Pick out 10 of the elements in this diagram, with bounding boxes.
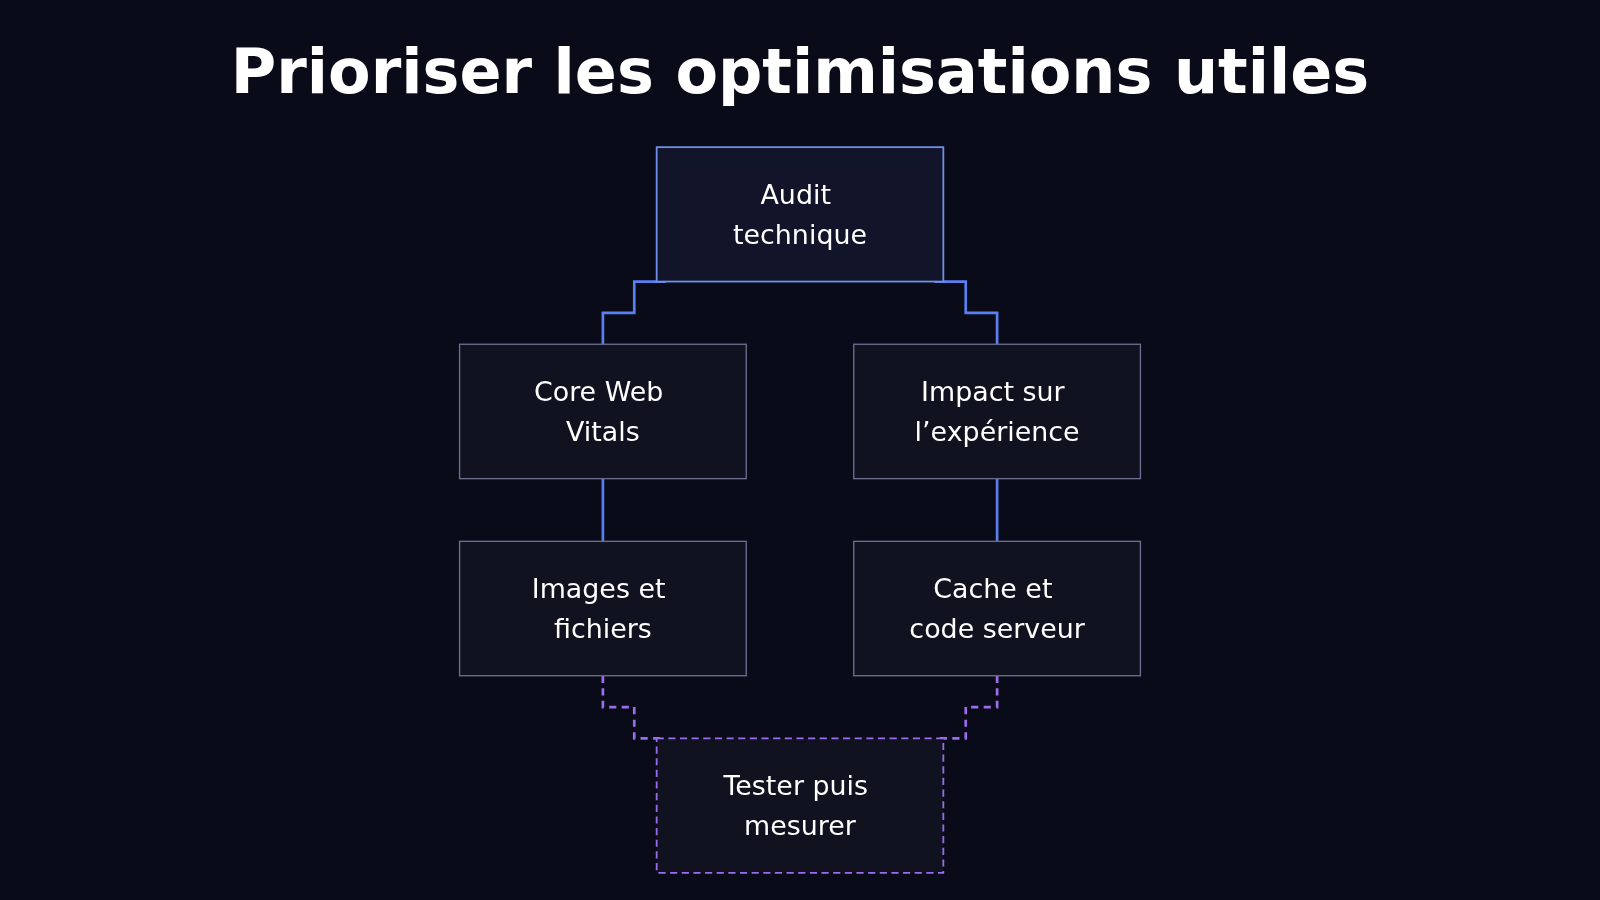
node-box: Cache et code serveur [853,540,1142,677]
diagram-title: Prioriser les optimisations utiles [229,35,1371,108]
connector [601,477,605,543]
connector [601,280,666,346]
node-box: Tester puis mesurer [655,737,945,874]
node-box: Images et fichiers [458,540,747,677]
connector [995,477,999,543]
node-box: Audit technique [655,146,945,283]
node-box: Impact sur l’expérience [853,343,1142,480]
node-box: Core Web Vitals [458,343,747,480]
